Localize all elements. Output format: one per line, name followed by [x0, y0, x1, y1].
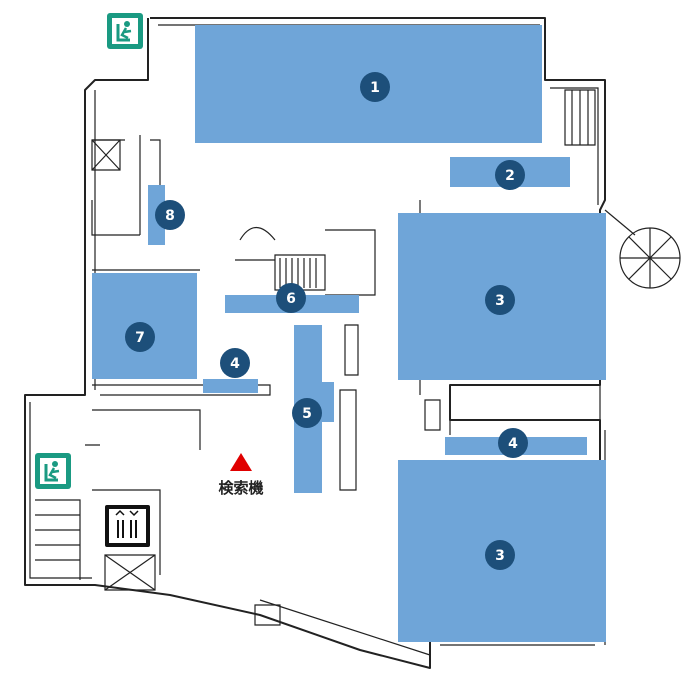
- zone-4a-area[interactable]: [203, 379, 258, 393]
- marker-8-label: 8: [165, 208, 175, 224]
- marker-6: 6: [276, 283, 306, 313]
- marker-3b: 3: [485, 540, 515, 570]
- marker-4b: 4: [498, 428, 528, 458]
- marker-4a-label: 4: [230, 356, 240, 372]
- current-location-label: 検索機: [218, 479, 263, 497]
- marker-2: 2: [495, 160, 525, 190]
- marker-4a: 4: [220, 348, 250, 378]
- marker-1: 1: [360, 72, 390, 102]
- spiral-staircase: [604, 209, 681, 289]
- zones: [92, 25, 606, 642]
- marker-3b-label: 3: [495, 548, 505, 564]
- marker-7-label: 7: [135, 330, 145, 346]
- marker-3a-label: 3: [495, 293, 505, 309]
- marker-5-label: 5: [302, 406, 312, 422]
- emergency-exit-icon: [35, 453, 71, 489]
- marker-7: 7: [125, 322, 155, 352]
- marker-6-label: 6: [286, 291, 296, 307]
- marker-3a: 3: [485, 285, 515, 315]
- red-triangle-icon: [230, 453, 252, 471]
- zone-markers: 1 2 3 3 4 4 5 6 7 8: [125, 72, 528, 570]
- marker-2-label: 2: [505, 168, 515, 184]
- marker-5: 5: [292, 398, 322, 428]
- marker-4b-label: 4: [508, 436, 518, 452]
- emergency-exit-icon: [107, 13, 143, 49]
- current-location: 検索機: [218, 453, 264, 497]
- marker-1-label: 1: [370, 80, 380, 96]
- elevator-icon: [105, 505, 150, 547]
- internal-walls: [35, 89, 601, 626]
- marker-8: 8: [155, 200, 185, 230]
